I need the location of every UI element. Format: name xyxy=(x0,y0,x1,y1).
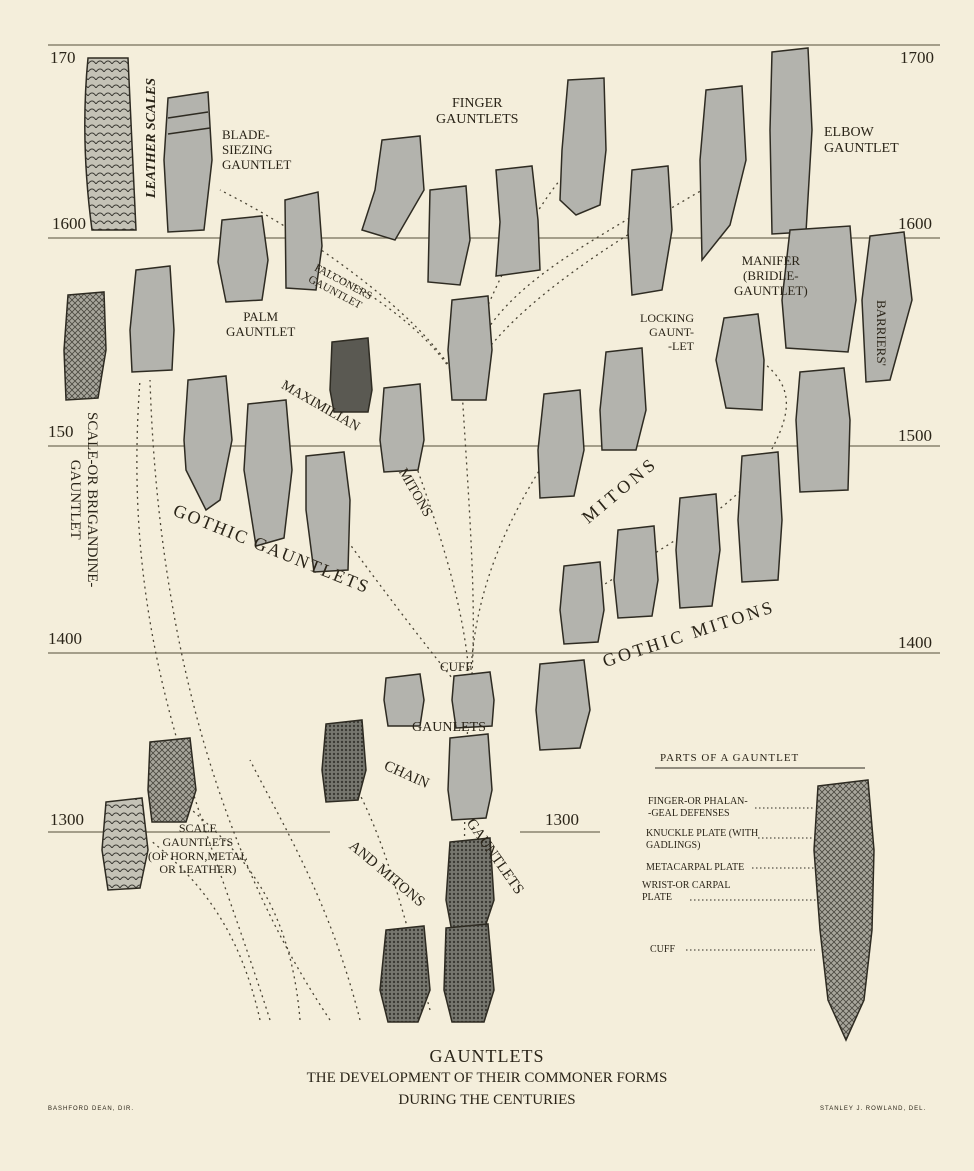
elbow-gauntlet-icon xyxy=(628,166,672,295)
caption-title: GAUNTLETS xyxy=(0,1046,974,1067)
gauntlet-drawings xyxy=(64,48,912,1040)
finger-gauntlet-icon xyxy=(362,136,424,240)
year-1300-mid: 1300 xyxy=(545,810,579,830)
miton-icon xyxy=(538,390,584,498)
leather-scales-gauntlet-icon xyxy=(85,58,136,230)
glove-icon xyxy=(130,266,174,372)
chain-miton-icon xyxy=(380,926,430,1022)
finger-gauntlet-icon xyxy=(496,166,540,276)
chain-gauntlet-icon xyxy=(322,720,366,802)
central-gauntlet-icon xyxy=(448,296,492,400)
year-1600-left: 1600 xyxy=(52,214,86,234)
cuff-gauntlet-icon xyxy=(384,674,424,726)
label-leather-scales: LEATHER SCALES xyxy=(144,48,160,228)
year-1700-right: 1700 xyxy=(900,48,934,68)
label-locking: LOCKING GAUNT- -LET xyxy=(640,312,694,353)
scale-gauntlet-icon xyxy=(102,798,148,890)
part-metacarpal: METACARPAL PLATE xyxy=(646,862,744,874)
year-1500-right: 1500 xyxy=(898,426,932,446)
blade-siezing-gauntlet-icon xyxy=(164,92,212,232)
label-scale-brigandine: SCALE-OR BRIGANDINE- GAUNTLET xyxy=(66,412,101,587)
parts-title: PARTS OF A GAUNTLET xyxy=(660,752,799,765)
part-cuff: CUFF xyxy=(650,944,675,956)
scale-gauntlet-icon xyxy=(148,738,196,822)
year-1600-right: 1600 xyxy=(898,214,932,234)
label-finger-gauntlets: FINGER GAUNTLETS xyxy=(436,96,518,128)
gothic-miton-icon xyxy=(560,562,604,644)
chain-gauntlet-icon xyxy=(448,734,492,820)
year-1700-left: 170 xyxy=(50,48,76,68)
maximilian-gauntlet-icon xyxy=(380,384,424,472)
part-finger: FINGER-OR PHALAN- -GEAL DEFENSES xyxy=(648,796,748,819)
credit-right: STANLEY J. ROWLAND, DEL. xyxy=(820,1106,926,1112)
caption-line1: THE DEVELOPMENT OF THEIR COMMONER FORMS xyxy=(0,1070,974,1087)
finger-gauntlet-icon xyxy=(560,78,606,215)
part-wrist: WRIST-OR CARPAL PLATE xyxy=(642,880,730,903)
locking-gauntlet-icon xyxy=(716,314,764,410)
elbow-gauntlet-icon xyxy=(770,48,812,234)
label-barriers: BARRIERS' xyxy=(873,300,888,366)
label-blade-siezing: BLADE- SIEZING GAUNTLET xyxy=(222,128,291,173)
anatomy-gauntlet-icon xyxy=(814,780,874,1040)
gothic-miton-icon xyxy=(676,494,720,608)
miton-icon xyxy=(600,348,646,450)
chain-miton-icon xyxy=(444,924,494,1022)
label-elbow-gauntlet: ELBOW GAUNTLET xyxy=(824,125,899,157)
gothic-miton-icon xyxy=(738,452,782,582)
label-cuff-gauntlets: GAUNLETS xyxy=(412,720,486,736)
year-1300-left: 1300 xyxy=(50,810,84,830)
elbow-gauntlet-icon xyxy=(700,86,746,260)
part-knuckle: KNUCKLE PLATE (WITH GADLINGS) xyxy=(646,828,758,851)
label-manifer: MANIFER (BRIDLE- GAUNTLET) xyxy=(734,254,808,299)
gothic-miton-icon xyxy=(614,526,658,618)
credit-left: BASHFORD DEAN, DIR. xyxy=(48,1106,134,1112)
label-scale-gauntlets: SCALE GAUNTLETS (OF HORN,METAL OR LEATHE… xyxy=(148,822,248,877)
cuff-gauntlet-icon xyxy=(536,660,590,750)
finger-gauntlet-icon xyxy=(428,186,470,285)
scale-gauntlet-icon xyxy=(64,292,106,400)
miton-icon xyxy=(796,368,850,492)
year-1400-left: 1400 xyxy=(48,629,82,649)
label-cuff: CUFF xyxy=(440,660,473,675)
gothic-gauntlet-icon xyxy=(244,400,292,546)
label-palm-gauntlet: PALM GAUNTLET xyxy=(226,310,295,340)
maximilian-gauntlet-icon xyxy=(330,338,372,412)
palm-gauntlet-icon xyxy=(218,216,268,302)
year-1400-right: 1400 xyxy=(898,633,932,653)
gothic-gauntlet-icon xyxy=(184,376,232,510)
